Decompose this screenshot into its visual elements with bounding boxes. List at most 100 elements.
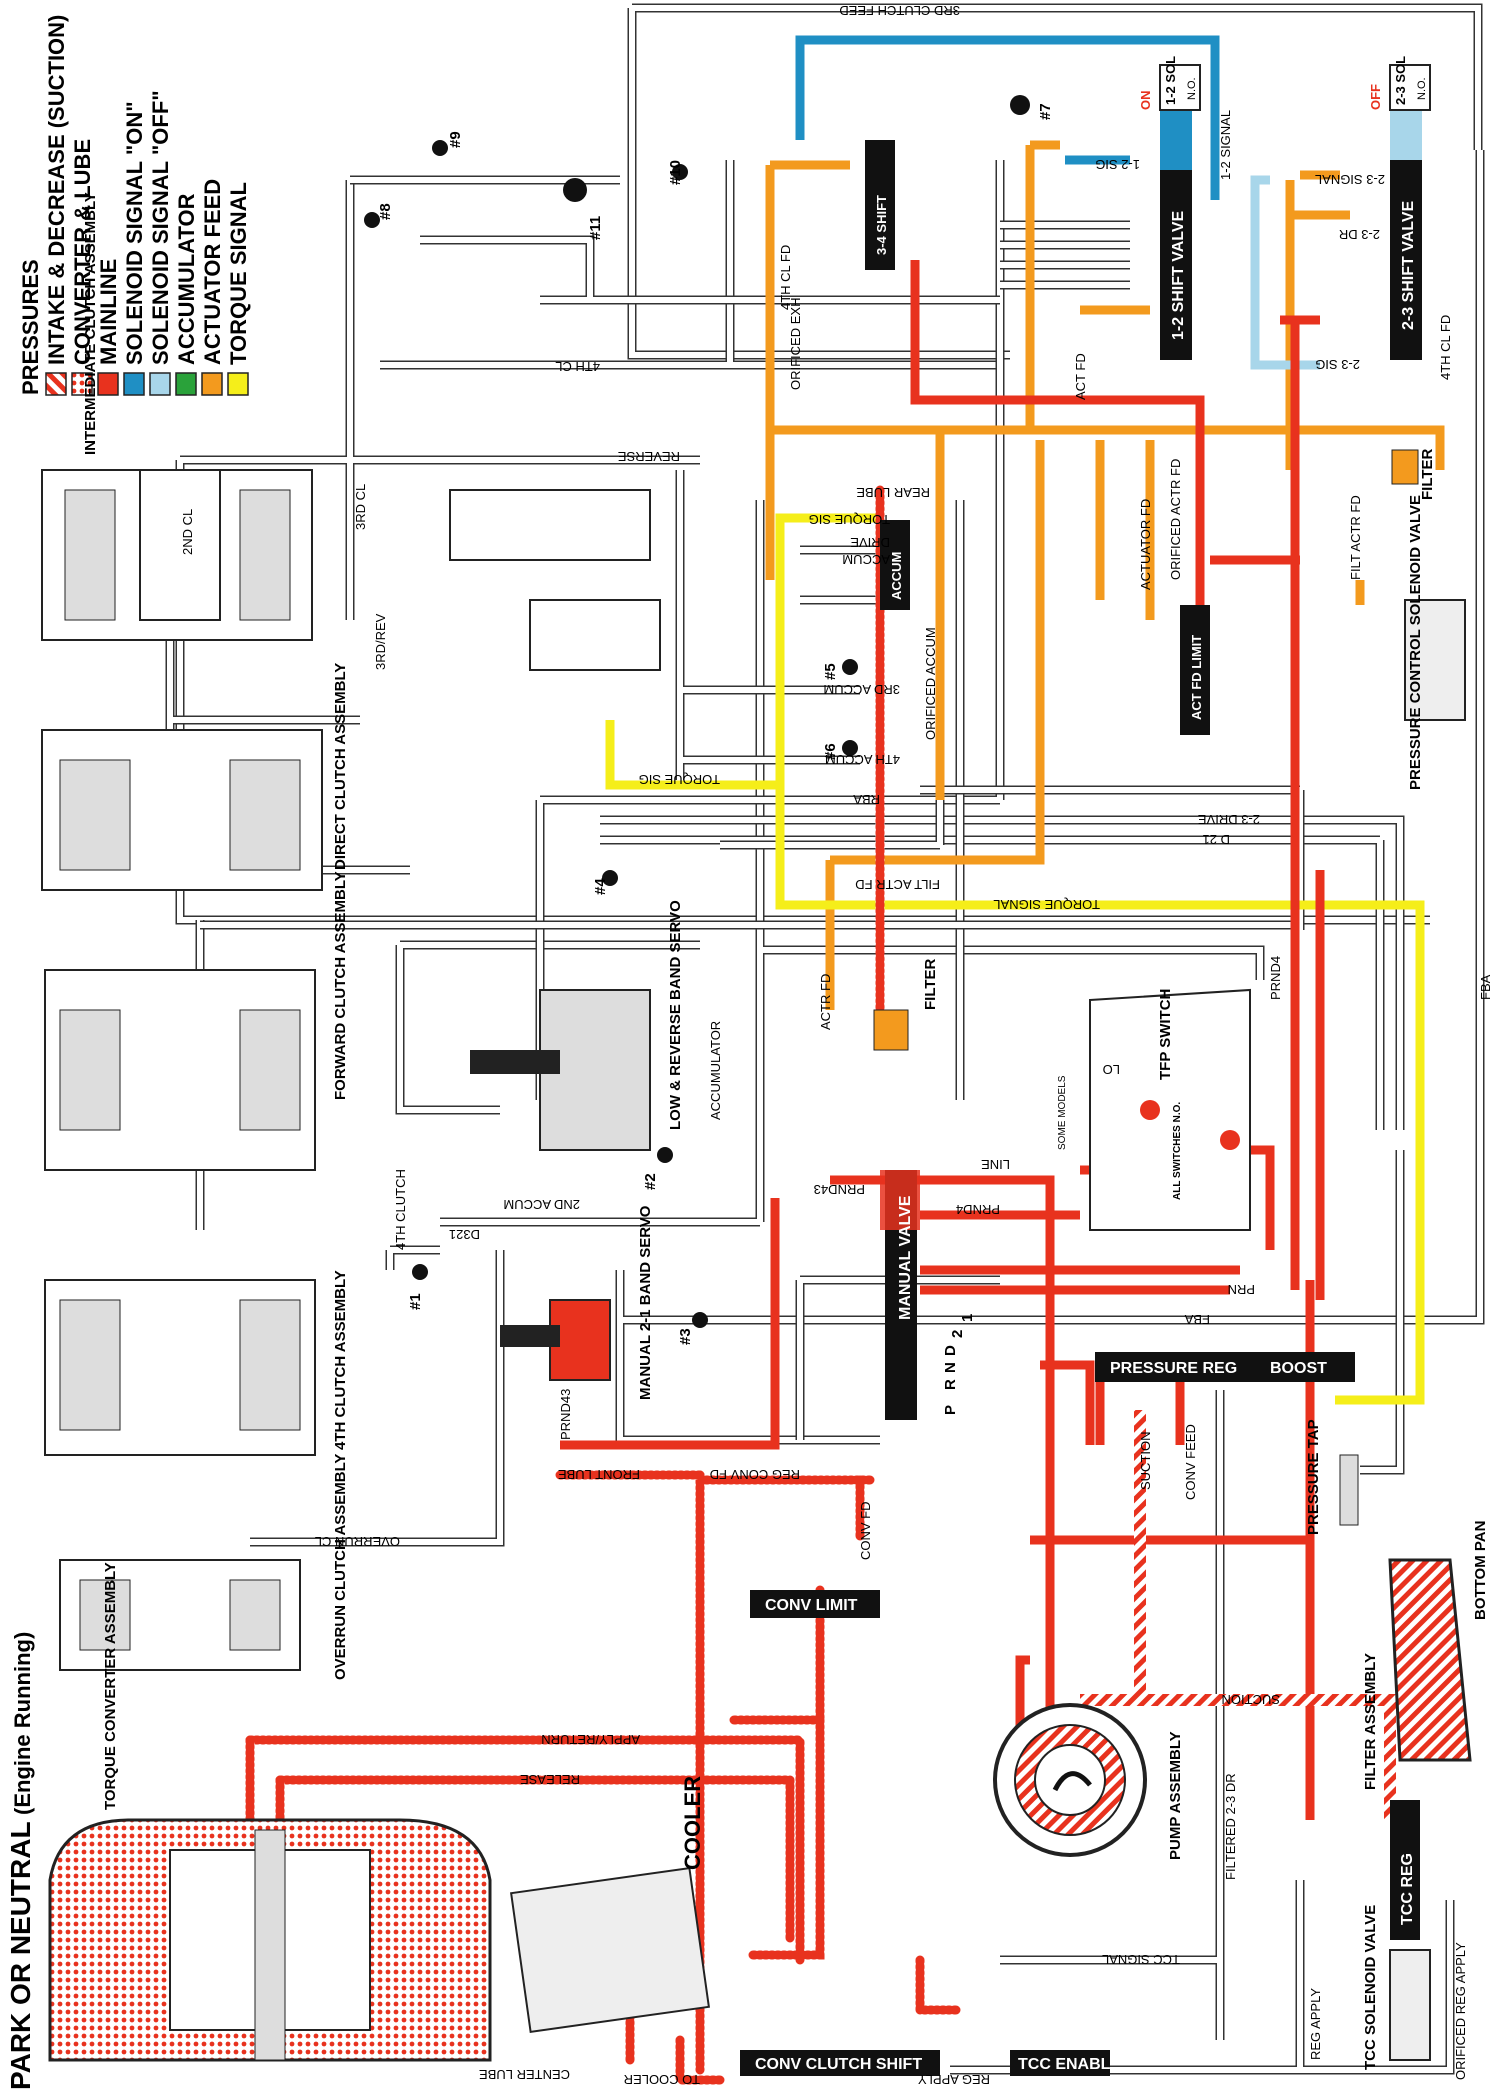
rba-label: RBA xyxy=(853,792,880,807)
legend-label: ACCUMULATOR xyxy=(174,193,199,365)
orificed-actr-fd-label: ORIFICED ACTR FD xyxy=(1168,459,1183,580)
solenoid-signal-passages xyxy=(795,35,1320,370)
conv-limit-label: CONV LIMIT xyxy=(765,1597,858,1614)
checkball: #7 xyxy=(1010,95,1054,120)
svg-text:#8: #8 xyxy=(377,203,394,220)
fourth-cl-fd-label: 4TH CL FD xyxy=(778,245,793,310)
svg-text:#6: #6 xyxy=(822,743,839,760)
manual-21-band-servo: MANUAL 2-1 BAND SERVO xyxy=(500,1205,654,1400)
sol23-no: N.O. xyxy=(1416,77,1428,100)
filter-assembly-label: FILTER ASSEMBLY xyxy=(1362,1653,1379,1790)
checkball: #8 xyxy=(364,203,394,228)
act-fd-label: ACT FD xyxy=(1073,353,1088,400)
cooler: COOLER xyxy=(510,1776,710,2033)
bottom-pan: BOTTOM PAN FILTER ASSEMBLY xyxy=(1362,1521,1489,1790)
shift-12-label: 1-2 SHIFT VALVE xyxy=(1170,210,1187,340)
legend-swatch xyxy=(149,372,171,396)
tcc-solenoid-valve: TCC SOLENOID VALVE xyxy=(1362,1905,1431,2070)
checkball: #3 xyxy=(677,1312,708,1345)
passage-labels: 3RD CLUTCH FEED REVERSE 4TH CL 3RD CL 2N… xyxy=(180,3,1493,2087)
conv-fd-label: CONV FD xyxy=(858,1502,873,1561)
checkball: #9 xyxy=(432,131,464,156)
overrun-cl-label: OVERRUN CL xyxy=(315,1534,400,1549)
legend-item: SOLENOID SIGNAL "ON" xyxy=(122,101,147,396)
mainline-passages xyxy=(560,260,1325,1820)
gear-2: 2 xyxy=(949,1330,966,1338)
reverse-label: REVERSE xyxy=(618,449,680,464)
checkball: #6 xyxy=(822,740,858,760)
lr-servo-label: LOW & REVERSE BAND SERVO xyxy=(667,900,684,1130)
tfp-switch: TFP SWITCH xyxy=(1089,989,1251,1231)
fourth-clutch-label: 4TH CLUTCH ASSEMBLY xyxy=(332,1270,349,1450)
accum-valve: ACCUM xyxy=(880,520,910,610)
manual-valve: MANUAL VALVE xyxy=(880,1170,920,1420)
title-sub: (Engine Running) xyxy=(10,1632,35,1815)
gear-n: N xyxy=(942,1362,959,1373)
svg-text:#2: #2 xyxy=(642,1173,659,1190)
legend-label: SOLENOID SIGNAL "OFF" xyxy=(148,90,173,365)
torque-signal-label: TORQUE SIGNAL xyxy=(993,897,1100,912)
legend-item: ACCUMULATOR xyxy=(174,193,199,396)
pressure-tap-label: PRESSURE TAP xyxy=(1305,1419,1322,1535)
d21-label: D 21 xyxy=(1203,832,1230,847)
pressure-tap: PRESSURE TAP xyxy=(1305,1419,1359,1535)
d23-label: 2-3 DRIVE xyxy=(1198,812,1260,827)
filter-upper: FILTER xyxy=(1391,448,1436,500)
actr-fd-label: ACTR FD xyxy=(818,974,833,1030)
fourth-accum-label: 4TH ACCUM xyxy=(825,752,900,767)
release-label: RELEASE xyxy=(520,1772,580,1787)
tcc-signal-label: TCC SIGNAL xyxy=(1102,1952,1180,1967)
lo-label: LO xyxy=(1103,1062,1120,1077)
sol23-state: OFF xyxy=(1368,84,1383,110)
forward-clutch-label: FORWARD CLUTCH ASSEMBLY xyxy=(332,871,349,1100)
sol23-name: 2-3 SOL xyxy=(1393,56,1408,105)
rotation-arrow-icon xyxy=(1052,1771,1092,1792)
torque-sig-label: TORQUE SIG xyxy=(809,512,890,527)
direct-clutch-assembly: DIRECT CLUTCH ASSEMBLY xyxy=(41,663,349,891)
suction-label-2: SUCTION xyxy=(1222,1692,1281,1707)
filtered-23-dr-label: FILTERED 2-3 DR xyxy=(1223,1773,1238,1880)
bottom-pan-label: BOTTOM PAN xyxy=(1472,1521,1489,1620)
svg-text:#7: #7 xyxy=(1037,103,1054,120)
accumulator-bodies xyxy=(449,489,661,671)
checkball: #1 xyxy=(407,1264,428,1310)
legend-swatch xyxy=(123,372,145,396)
fourth-cl-fd-label-2: 4TH CL FD xyxy=(1438,315,1453,380)
prnd4-label: PRND4 xyxy=(956,1202,1000,1217)
filter-lower: FILTER xyxy=(873,958,939,1051)
legend-item: MAINLINE xyxy=(96,259,121,396)
actuator-feed-passages xyxy=(765,140,1445,1010)
conv-limit-valve: CONV LIMIT xyxy=(750,1590,880,1618)
gear-d: D xyxy=(942,1345,959,1356)
line-label: LINE xyxy=(981,1157,1010,1172)
legend-label: MAINLINE xyxy=(96,259,121,365)
rear-lube-label: REAR LUBE xyxy=(856,485,930,500)
actfd-limit-label: ACT FD LIMIT xyxy=(1189,635,1204,720)
orificed-exh-label: ORIFICED EXH xyxy=(788,298,803,390)
shift-34-valve: 3-4 SHIFT xyxy=(865,140,895,270)
torque-converter-assembly: TORQUE CONVERTER ASSEMBLY xyxy=(48,1562,492,2062)
legend: PRESSURES INTAKE & DECREASE (SUCTION) CO… xyxy=(18,15,251,396)
intermediate-clutch-assembly: INTERMEDIATE CLUTCH ASSEMBLY xyxy=(41,192,313,641)
suction-label: SUCTION xyxy=(1138,1432,1153,1491)
gear-selector: P R N D 2 1 xyxy=(942,1314,976,1415)
legend-label: CONVERTER & LUBE xyxy=(70,139,95,365)
direct-clutch-label: DIRECT CLUTCH ASSEMBLY xyxy=(332,663,349,870)
legend-label: ACTUATOR FEED xyxy=(200,179,225,365)
second-cl-label: 2ND CL xyxy=(180,509,195,555)
tcc-solenoid-label: TCC SOLENOID VALVE xyxy=(1362,1905,1379,2070)
svg-text:#4: #4 xyxy=(592,878,609,895)
accumulator-label: ACCUMULATOR xyxy=(708,1021,723,1120)
intermediate-clutch-label: INTERMEDIATE CLUTCH ASSEMBLY xyxy=(82,192,99,455)
fourth-clutch-assembly: 4TH CLUTCH ASSEMBLY xyxy=(44,1270,349,1456)
third-clutch-feed-label: 3RD CLUTCH FEED xyxy=(839,3,960,18)
sol12-name: 1-2 SOL xyxy=(1163,56,1178,105)
fba-label: FBA xyxy=(1184,1312,1210,1327)
orificed-reg-apply-label: ORIFICED REG APPLY xyxy=(1453,1942,1468,2080)
some-models-label: SOME MODELS xyxy=(1057,1075,1068,1150)
gear-p: P xyxy=(942,1405,959,1415)
sol12-no: N.O. xyxy=(1186,77,1198,100)
gear-r: R xyxy=(942,1379,959,1390)
tfp-label: TFP SWITCH xyxy=(1157,989,1174,1080)
